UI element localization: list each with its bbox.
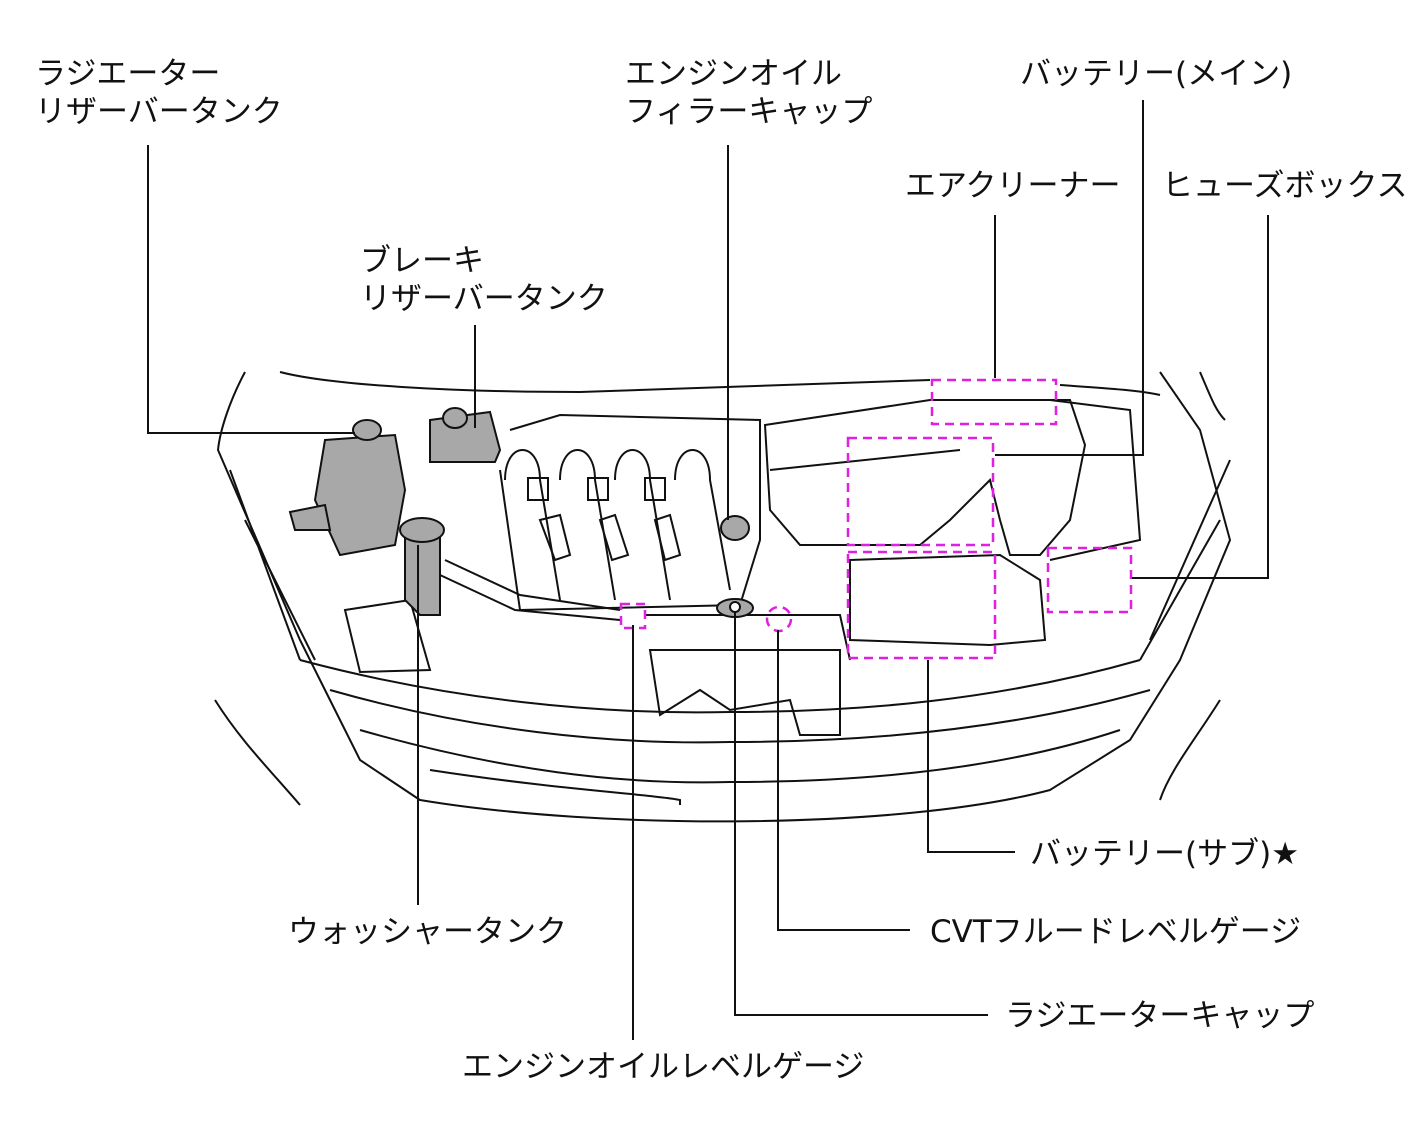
label-fuse-box: ヒューズボックス bbox=[1162, 168, 1408, 204]
label-radiator-cap: ラジエーターキャップ bbox=[1005, 998, 1315, 1034]
label-line-1: エンジンオイル bbox=[625, 56, 842, 92]
label-line-2: フィラーキャップ bbox=[625, 94, 873, 130]
label-radiator-reserve-tank: ラジエーター リザーバータンク bbox=[35, 55, 283, 131]
label-brake-reserve-tank: ブレーキ リザーバータンク bbox=[360, 242, 608, 318]
oil-filler-cap-shape bbox=[720, 515, 750, 541]
cvt-gauge-highlight bbox=[765, 605, 793, 633]
components bbox=[288, 407, 754, 618]
fuse-box-highlight bbox=[1046, 546, 1133, 614]
label-line-2: リザーバータンク bbox=[360, 281, 608, 317]
label-engine-oil-filler-cap: エンジンオイル フィラーキャップ bbox=[625, 55, 872, 131]
radiator-reserve-tank-shape bbox=[313, 433, 407, 557]
label-line-1: ラジエーター bbox=[35, 56, 221, 92]
label-battery-main: バッテリー(メイン) bbox=[1020, 56, 1293, 92]
washer-tank-shape bbox=[404, 534, 441, 616]
label-washer-tank: ウォッシャータンク bbox=[288, 914, 567, 950]
label-line-1: ブレーキ bbox=[360, 243, 484, 279]
air-cleaner-highlight bbox=[930, 378, 1058, 426]
battery-main-highlight bbox=[846, 436, 995, 547]
label-cvt-fluid-level-gauge: CVTフルードレベルゲージ bbox=[930, 914, 1302, 950]
highlight-boxes bbox=[619, 378, 1133, 660]
battery-sub-highlight bbox=[846, 550, 997, 660]
label-battery-sub: バッテリー(サブ)★ bbox=[1030, 836, 1299, 872]
engine-bay-outline bbox=[214, 371, 1232, 823]
label-line-2: リザーバータンク bbox=[35, 94, 283, 130]
label-engine-oil-level-gauge: エンジンオイルレベルゲージ bbox=[462, 1049, 865, 1085]
leader-lines bbox=[147, 100, 1269, 1040]
label-air-cleaner: エアクリーナー bbox=[905, 168, 1121, 204]
